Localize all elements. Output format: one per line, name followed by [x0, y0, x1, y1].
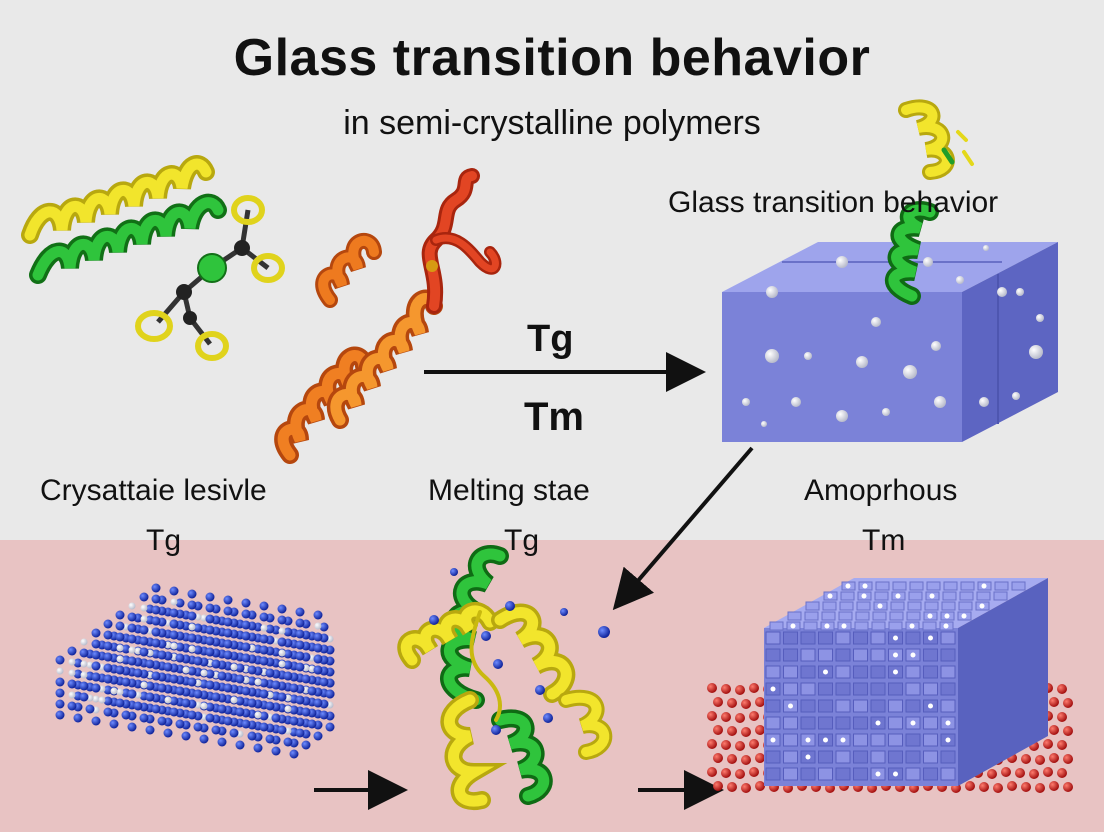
inset-label: Glass transition behavior: [668, 186, 998, 220]
page-title: Glass transition behavior: [0, 28, 1104, 88]
block-cube-icon: [764, 578, 1048, 786]
stage-temp-crystalline: Tg: [146, 524, 181, 558]
stage-label-amorphous: Amoprhous: [804, 474, 957, 508]
arrow-label-tg: Tg: [527, 318, 573, 361]
page-subtitle: in semi-crystalline polymers: [0, 104, 1104, 143]
stage-label-crystalline: Crysattaie lesivle: [40, 474, 267, 508]
stage-label-melting: Melting stae: [428, 474, 590, 508]
arrow-label-tm: Tm: [524, 395, 584, 440]
stage-temp-melting: Tg: [504, 524, 539, 558]
stage-temp-amorphous: Tm: [862, 524, 905, 558]
